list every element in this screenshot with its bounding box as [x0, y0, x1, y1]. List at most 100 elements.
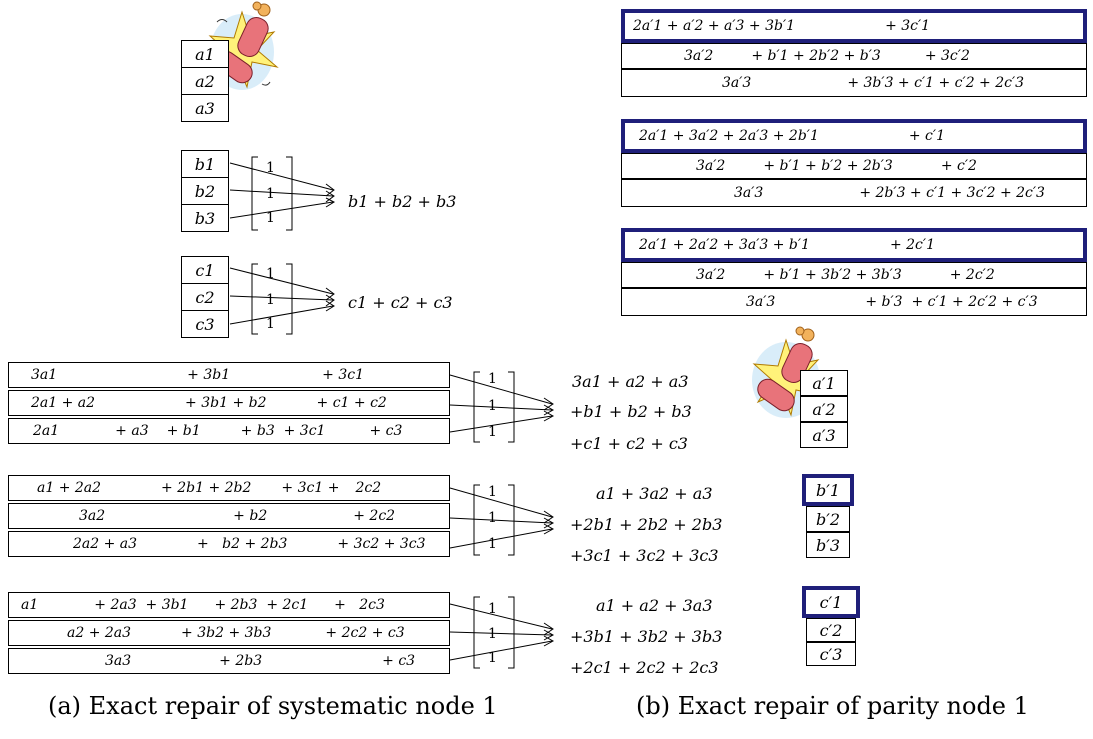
- node-label: c′2: [819, 620, 843, 640]
- term: a2 + 2a3: [67, 625, 132, 641]
- node-c1: c1: [181, 256, 229, 284]
- term: 3a1: [31, 367, 58, 383]
- coef-p2-3: 1: [488, 536, 497, 552]
- node-b1-label: b1: [194, 154, 216, 174]
- term: + 2b3 + 2c1: [214, 597, 309, 613]
- term: 2a′1 + a′2 + a′3 + 3b′1: [633, 18, 796, 34]
- coef-p3-2: 1: [488, 626, 497, 642]
- coef-b1: 1: [266, 160, 275, 176]
- parity3-row3: 3a3 + 2b3 + c3: [8, 648, 450, 674]
- node-a2: a2: [181, 67, 229, 95]
- right-group2-row1: 2a′1 + 3a′2 + 2a′3 + 2b′1 + c′1: [621, 119, 1087, 153]
- parity1-row3: 2a1 + a3 + b1 + b3 + 3c1 + c3: [8, 418, 450, 444]
- term: a1: [21, 597, 39, 613]
- parity2-result-1: a1 + 3a2 + a3: [596, 484, 713, 503]
- term: + b1: [166, 423, 201, 439]
- node-c-prime-1: c′1: [802, 586, 860, 618]
- parity2-result-3: +3c1 + 3c2 + 3c3: [570, 546, 719, 565]
- parity1-result-3: +c1 + c2 + c3: [570, 434, 688, 453]
- parity3-row1: a1 + 2a3 + 3b1 + 2b3 + 2c1 + 2c3: [8, 592, 450, 618]
- parity1-row1: 3a1 + 3b1 + 3c1: [8, 362, 450, 388]
- term: 3a′2: [696, 267, 726, 283]
- parity3-result-2: +3b1 + 3b2 + 3b3: [570, 627, 723, 646]
- coef-c1: 1: [266, 266, 275, 282]
- node-b2-label: b2: [194, 181, 216, 201]
- term: + b′1 + 3b′2 + 3b′3: [763, 267, 902, 283]
- parity2-row2: 3a2 + b2 + 2c2: [8, 503, 450, 529]
- term: + b2: [233, 508, 268, 524]
- term: + 3c1 +: [281, 480, 340, 496]
- term: + 3c′2: [924, 48, 970, 64]
- right-group2-row3: 3a′3 + 2b′3 + c′1 + 3c′2 + 2c′3: [621, 179, 1087, 207]
- node-label: a′3: [812, 425, 836, 445]
- term: 3a′3: [734, 185, 764, 201]
- term: + 3c2 + 3c3: [337, 536, 426, 552]
- c-group-arrows: [229, 263, 335, 335]
- node-label: a′1: [812, 373, 836, 393]
- term: + b′3 + c′1 + 2c′2 + c′3: [865, 294, 1038, 310]
- term: + 3b1 + b2: [185, 395, 267, 411]
- term: + 2b′3 + c′1 + 3c′2 + 2c′3: [859, 185, 1045, 201]
- node-a-prime-1: a′1: [800, 370, 848, 396]
- right-group1-row3: 3a′3 + 3b′3 + c′1 + c′2 + 2c′3: [621, 69, 1087, 97]
- right-group1-row2: 3a′2 + b′1 + 2b′2 + b′3 + 3c′2: [621, 43, 1087, 69]
- sum-c: c1 + c2 + c3: [348, 293, 453, 312]
- right-group3-row2: 3a′2 + b′1 + 3b′2 + 3b′3 + 2c′2: [621, 262, 1087, 288]
- parity2-row3: 2a2 + a3 + b2 + 2b3 + 3c2 + 3c3: [8, 531, 450, 557]
- node-c3-label: c3: [195, 314, 215, 334]
- parity1-result-1: 3a1 + a2 + a3: [572, 372, 689, 391]
- node-b1: b1: [181, 150, 229, 178]
- term: + c′1: [908, 128, 945, 144]
- node-a-prime-3: a′3: [800, 422, 848, 448]
- term: 2c2: [355, 480, 382, 496]
- coef-p3-3: 1: [488, 650, 497, 666]
- right-group2-row2: 3a′2 + b′1 + b′2 + 2b′3 + c′2: [621, 153, 1087, 179]
- sum-b: b1 + b2 + b3: [348, 192, 457, 211]
- coef-p2-1: 1: [488, 484, 497, 500]
- parity2-row1: a1 + 2a2 + 2b1 + 2b2 + 3c1 + 2c2: [8, 475, 450, 501]
- term: + 2c3: [334, 597, 385, 613]
- node-label: c′1: [819, 592, 843, 612]
- term: 3a3: [105, 653, 132, 669]
- right-group3-row1: 2a′1 + 2a′2 + 3a′3 + b′1 + 2c′1: [621, 228, 1087, 262]
- term: + b′1 + 2b′2 + b′3: [751, 48, 881, 64]
- parity3-result-1: a1 + a2 + 3a3: [596, 596, 713, 615]
- term: 3a′3: [746, 294, 776, 310]
- node-a1-label: a1: [195, 44, 215, 64]
- node-label: a′2: [812, 399, 836, 419]
- term: + 3b1: [187, 367, 231, 383]
- parity2-result-2: +2b1 + 2b2 + 2b3: [570, 515, 723, 534]
- term: 3a′2: [684, 48, 714, 64]
- coef-p1-2: 1: [488, 398, 497, 414]
- node-b2: b2: [181, 177, 229, 205]
- node-a-prime-2: a′2: [800, 396, 848, 422]
- term: 2a1 + a2: [31, 395, 96, 411]
- term: + 2c2: [353, 508, 396, 524]
- node-a2-label: a2: [195, 71, 215, 91]
- term: 2a1: [33, 423, 60, 439]
- coef-c2: 1: [266, 292, 275, 308]
- node-a1: a1: [181, 40, 229, 68]
- node-b-prime-2: b′2: [806, 506, 850, 532]
- node-c3: c3: [181, 310, 229, 338]
- term: + 2b3: [219, 653, 263, 669]
- term: + c3: [382, 653, 416, 669]
- term: 3a2: [79, 508, 106, 524]
- term: 2a′1 + 2a′2 + 3a′3 + b′1: [639, 237, 810, 253]
- node-b-prime-1: b′1: [802, 474, 854, 506]
- parity3-arrows: [449, 596, 555, 669]
- term: 2a′1 + 3a′2 + 2a′3 + 2b′1: [639, 128, 819, 144]
- coef-b3: 1: [266, 210, 275, 226]
- node-label: b′2: [815, 509, 841, 529]
- node-label: b′3: [815, 535, 841, 555]
- node-c-prime-3: c′3: [806, 642, 856, 666]
- coef-p2-2: 1: [488, 510, 497, 526]
- term: 3a′2: [696, 158, 726, 174]
- parity3-row2: a2 + 2a3 + 3b2 + 3b3 + 2c2 + c3: [8, 620, 450, 646]
- node-c-prime-2: c′2: [806, 618, 856, 642]
- right-group1-row1: 2a′1 + a′2 + a′3 + 3b′1 + 3c′1: [621, 9, 1087, 43]
- parity3-result-3: +2c1 + 2c2 + 2c3: [570, 658, 719, 677]
- node-a3-label: a3: [195, 98, 215, 118]
- caption-right: (b) Exact repair of parity node 1: [636, 692, 1029, 720]
